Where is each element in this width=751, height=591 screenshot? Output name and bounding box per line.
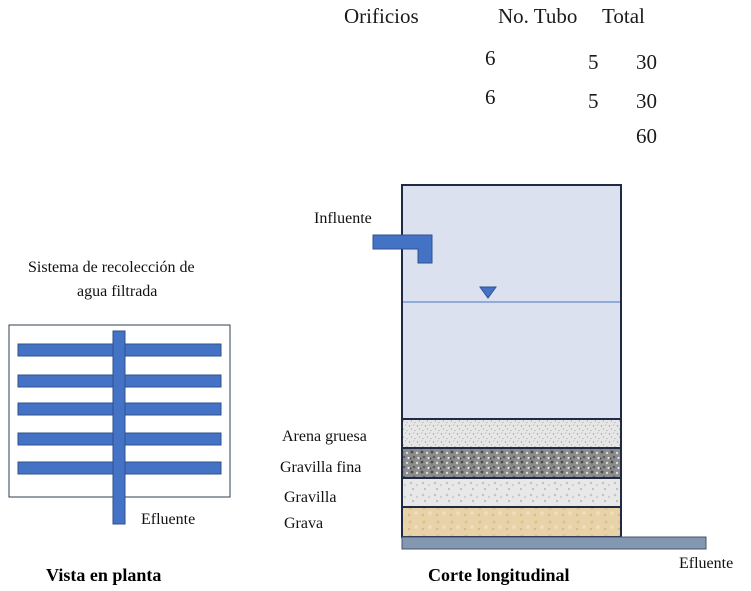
inlet-label: Influente [314, 210, 372, 227]
water-level-marker [479, 286, 497, 299]
grand-total: 60 [636, 124, 657, 148]
inlet-pipe [372, 234, 433, 264]
section-outlet-label: Efluente [679, 555, 734, 572]
header-no-tubo: No. Tubo [498, 4, 578, 28]
layer-arena-gruesa [401, 418, 622, 449]
row2-orificios: 6 [485, 85, 496, 109]
plan-title-line2: agua filtrada [77, 283, 158, 300]
outlet-pipe [401, 536, 707, 550]
row1-orificios: 6 [485, 46, 496, 70]
layer-grava [401, 506, 622, 538]
label-gravilla: Gravilla [284, 489, 337, 506]
layer-gravilla [401, 477, 622, 508]
section-caption: Corte longitudinal [428, 565, 570, 585]
plan-manifold [112, 330, 126, 525]
header-orificios: Orificios [344, 4, 419, 28]
plan-outlet-label: Efluente [141, 511, 196, 528]
label-gravilla-fina: Gravilla fina [280, 459, 362, 476]
label-arena-gruesa: Arena gruesa [282, 428, 367, 445]
plan-caption: Vista en planta [46, 565, 162, 585]
row2-total: 30 [636, 89, 657, 113]
row2-no-tubo: 5 [588, 89, 599, 113]
row1-total: 30 [636, 50, 657, 74]
row1-no-tubo: 5 [588, 50, 599, 74]
plan-title-line1: Sistema de recolección de [28, 259, 195, 276]
header-total: Total [602, 4, 645, 28]
label-grava: Grava [284, 515, 324, 532]
layer-gravilla-fina [401, 447, 622, 479]
